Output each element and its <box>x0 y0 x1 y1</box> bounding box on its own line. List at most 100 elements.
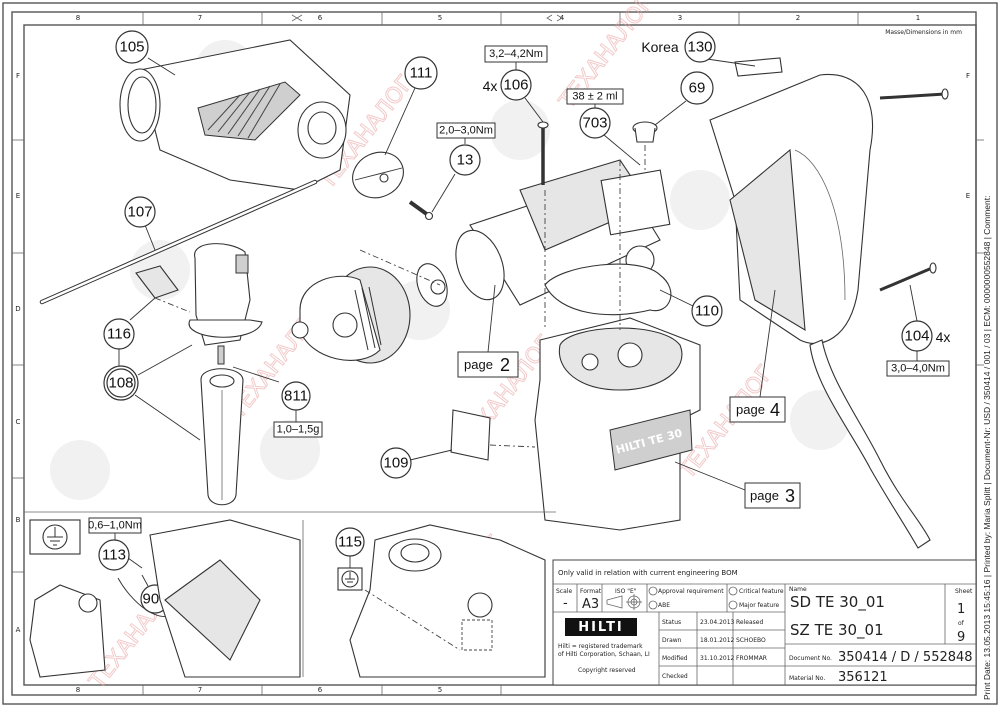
part-130-label <box>734 57 783 77</box>
part-69-plug <box>632 121 658 170</box>
callout-109-label: 109 <box>383 455 408 472</box>
sheet-total: 9 <box>957 630 965 645</box>
page-ref-3-label: page <box>750 488 779 503</box>
iso-label: ISO "E" <box>615 588 637 595</box>
callout-111-label: 111 <box>410 65 433 82</box>
dimensions-note: Masse/Dimensions in mm <box>885 29 962 36</box>
page-ref-4-label: page <box>736 402 765 417</box>
format-value: A3 <box>582 597 599 612</box>
validity-note: Only valid in relation with current engi… <box>558 569 738 577</box>
abe-label: ABE <box>658 602 670 609</box>
scale-label: Scale <box>556 588 572 595</box>
zone-row-f-right: F <box>966 72 970 80</box>
callout-111: 111 <box>384 56 438 156</box>
callout-13: 13 <box>431 138 481 213</box>
part-110-gasket <box>544 263 672 316</box>
material-no-label: Material No. <box>789 675 825 682</box>
zone-row-a: A <box>16 626 21 634</box>
callout-105: 105 <box>115 30 176 76</box>
callout-130-label: 130 <box>687 39 712 56</box>
callout-703-label: 703 <box>582 115 607 132</box>
abe-checkbox[interactable] <box>648 600 658 610</box>
zone-row-e-right: E <box>966 192 970 200</box>
copyright-note: Copyright reserved <box>578 667 636 674</box>
part-105-front-housing <box>119 39 351 191</box>
torque-spec-13: 2,0–3,0Nm <box>436 122 496 139</box>
critical-feature-checkbox[interactable] <box>728 586 738 596</box>
print-info-strip: Print Date: 13.05.2013 15:45:16 | Printe… <box>982 196 992 700</box>
part-108-grip <box>200 345 244 506</box>
part-111-selector-knob <box>352 151 404 199</box>
part-13-screw <box>408 200 434 221</box>
callout-105-label: 105 <box>119 39 144 56</box>
callout-811: 811 <box>232 366 311 422</box>
part-gearbox-housing: HILTI TE 30 <box>534 317 701 531</box>
name-label: Name <box>789 586 807 593</box>
drawing-name-1: SD TE 30_01 <box>790 593 885 612</box>
hilti-logo-text: HILTI <box>578 620 624 635</box>
document-no-label: Document No. <box>789 655 832 662</box>
callout-107-label: 107 <box>127 204 152 221</box>
scale-value: - <box>563 596 568 611</box>
drawing-border <box>23 24 977 686</box>
part-109-type-plate <box>450 409 536 461</box>
callout-108: 108 <box>103 344 201 441</box>
part-116-clamp-band <box>135 265 179 299</box>
title-block: Only valid in relation with current engi… <box>552 559 977 686</box>
volume-spec-703-text: 38 ± 2 ml <box>572 91 617 103</box>
volume-spec-703: 38 ± 2 ml <box>566 88 624 105</box>
part-chuck <box>291 266 411 364</box>
zone-col-1: 1 <box>916 14 920 22</box>
drawn-label: Drawn <box>662 637 682 644</box>
page-ref-2[interactable]: page 2 <box>457 284 519 378</box>
centering-mark-top-left <box>291 14 303 22</box>
status-value: Released <box>736 619 763 626</box>
grease-spec-811: 1,0–1,5g <box>273 421 323 438</box>
zone-row-c: C <box>16 418 21 426</box>
major-feature-checkbox[interactable] <box>728 600 738 610</box>
drawn-by: SCHOEBO <box>736 637 766 644</box>
zone-rows-right: F E <box>966 72 984 366</box>
part-106-screw <box>537 121 549 185</box>
zone-columns-bottom: 8 7 6 5 <box>76 685 502 695</box>
sheet-number: 1 <box>957 602 965 617</box>
zone-columns-top: 8 7 6 5 4 3 2 1 <box>76 12 920 25</box>
page-ref-2-label: page <box>464 357 493 372</box>
detail-panel-ground-wire: 0,6–1,0Nm 113 900 115 <box>24 511 556 678</box>
zone-col-3: 3 <box>678 14 682 22</box>
drawing-name-2: SZ TE 30_01 <box>790 621 884 640</box>
callout-116: 116 <box>103 297 156 366</box>
callout-13-label: 13 <box>457 152 474 169</box>
callout-110: 110 <box>659 289 723 327</box>
approval-requirement-checkbox[interactable] <box>648 586 658 596</box>
document-no: 350414 / D / 552848 <box>838 650 973 665</box>
zone-col-5: 5 <box>438 14 442 22</box>
page-ref-4[interactable]: page 4 <box>729 289 786 423</box>
drawn-date: 18.01.2012 <box>700 637 735 644</box>
format-label: Format <box>580 588 602 595</box>
callout-110-label: 110 <box>695 303 719 320</box>
zone-row-b: B <box>16 516 21 524</box>
zone-col-6: 6 <box>318 14 323 22</box>
callout-115-label: 115 <box>338 534 362 551</box>
zone-col-7: 7 <box>198 14 202 22</box>
torque-spec-104: 3,0–4,0Nm <box>886 360 950 377</box>
page-ref-4-num: 4 <box>770 400 780 420</box>
approval-requirement-label: Approval requirement <box>658 588 724 595</box>
modified-label: Modified <box>662 655 688 662</box>
callout-106-label: 106 <box>503 77 528 94</box>
callout-130: 130 Korea <box>641 31 756 67</box>
torque-spec-106-text: 3,2–4,2Nm <box>489 48 543 60</box>
hilti-logo <box>565 618 637 636</box>
critical-feature-label: Critical feature <box>739 588 784 595</box>
zone-col-6-bottom: 6 <box>318 686 323 694</box>
page-ref-3[interactable]: page 3 <box>674 461 801 509</box>
callout-113-label: 113 <box>102 547 126 564</box>
zone-col-5-bottom: 5 <box>438 686 442 694</box>
callout-104-label: 104 <box>904 328 929 345</box>
torque-spec-113-text: 0,6–1,0Nm <box>88 520 142 532</box>
centering-mark-top-right <box>546 14 563 22</box>
callout-703: 703 <box>579 104 641 166</box>
